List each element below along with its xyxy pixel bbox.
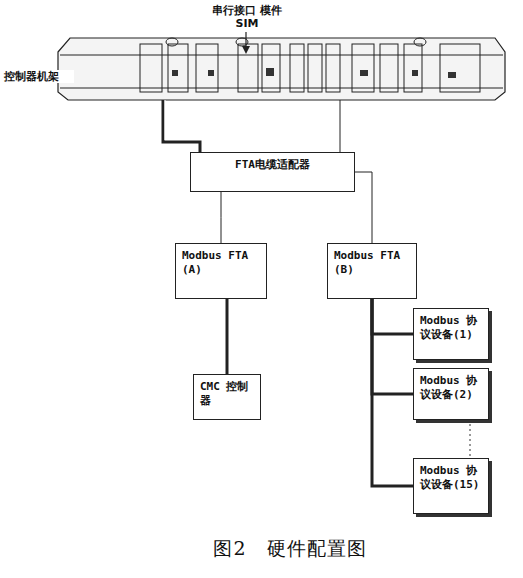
cable-core: [165, 100, 166, 140]
connector: [372, 299, 413, 394]
connector: [372, 299, 413, 334]
device-box: Modbus 协议设备(1): [413, 308, 489, 360]
node-text: Modbus 协议设备(2): [420, 374, 482, 402]
connector: [221, 192, 222, 243]
callout-note: 串行接口 模件SIM: [212, 4, 282, 30]
connector: [372, 299, 413, 486]
fta-box: Modbus FTA(A): [175, 243, 267, 299]
connector: [226, 299, 229, 374]
cable: [163, 100, 200, 152]
device-box: Modbus 协议设备(15): [413, 458, 489, 514]
node-text: FTA电缆适配器: [197, 158, 348, 172]
node-text: Modbus FTA(A): [182, 249, 260, 277]
connector: [355, 172, 372, 243]
node-text: Modbus FTA(B): [334, 249, 410, 277]
controller-box: CMC 控制器: [193, 374, 261, 420]
adapter-box: FTA电缆适配器: [190, 152, 355, 192]
chassis-housing: [58, 38, 505, 100]
node-text: Modbus 协议设备(1): [420, 314, 482, 342]
node-text: Modbus 协议设备(15): [420, 464, 482, 492]
continuation-dots: [470, 424, 471, 456]
cable: [340, 100, 341, 152]
node-text: CMC 控制器: [200, 380, 254, 408]
fta-box: Modbus FTA(B): [327, 243, 417, 299]
device-box: Modbus 协议设备(2): [413, 368, 489, 420]
leader-arrowhead: [242, 46, 250, 54]
part-name: 控制器机架: [4, 70, 74, 83]
figure-caption: 图2 硬件配置图: [213, 536, 366, 562]
